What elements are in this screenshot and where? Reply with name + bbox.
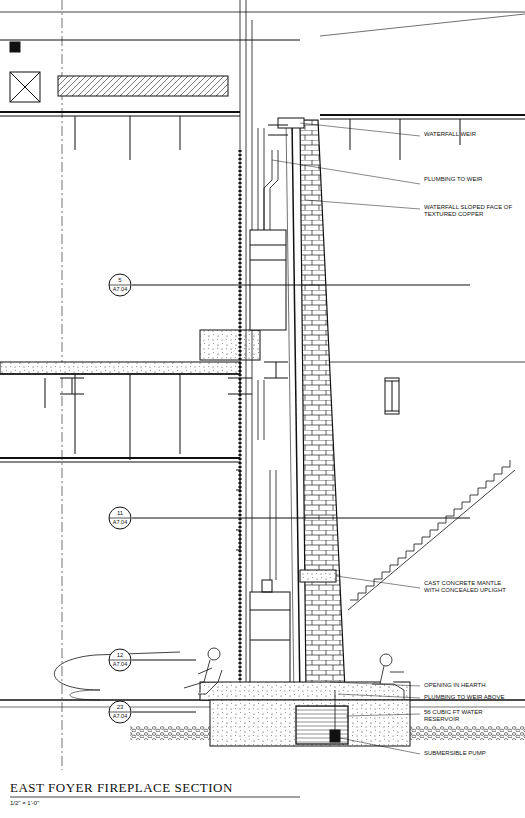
note-label: 56 CUBIC FT WATER RESERVOIR	[424, 709, 514, 723]
stair-tread	[494, 467, 502, 474]
stair-tread	[422, 530, 430, 537]
stair-tread	[366, 579, 374, 586]
callout-number: A7.04	[110, 662, 130, 668]
callout-number: A7.04	[110, 520, 130, 526]
stair-tread	[350, 593, 358, 600]
callout-number: 11	[110, 510, 130, 516]
note-label: SUBMERSIBLE PUMP	[424, 750, 514, 757]
stair-tread	[446, 509, 454, 516]
stair-tread	[430, 523, 438, 530]
note-label: WATERFALL SLOPED FACE OF TEXTURED COPPER	[424, 204, 514, 218]
callout-number: 23	[110, 704, 130, 710]
stair-tread	[358, 586, 366, 593]
callout-number: 5	[110, 277, 130, 283]
stair-tread	[414, 537, 422, 544]
stair-tread	[470, 488, 478, 495]
note-label: PLUMBING TO WEIR	[424, 176, 514, 183]
stair-tread	[454, 502, 462, 509]
drawing-title: EAST FOYER FIREPLACE SECTION	[10, 781, 233, 796]
note-label: WATERFALL WEIR	[424, 131, 514, 138]
callout-number: A7.04	[110, 714, 130, 720]
stair-tread	[398, 551, 406, 558]
stair-tread	[374, 572, 382, 579]
stair-tread	[438, 516, 446, 523]
stair-tread	[406, 544, 414, 551]
stair-tread	[462, 495, 470, 502]
callout-number: 12	[110, 652, 130, 658]
stair-tread	[486, 474, 494, 481]
note-label: PLUMBING TO WEIR ABOVE	[424, 694, 514, 701]
stair-tread	[478, 481, 486, 488]
stair-tread	[382, 565, 390, 572]
note-label: CAST CONCRETE MANTLE WITH CONCEALED UPLI…	[424, 580, 514, 594]
stair-tread	[390, 558, 398, 565]
stair-tread	[502, 460, 510, 467]
note-label: OPENING IN HEARTH	[424, 682, 514, 689]
callout-number: A7.04	[110, 287, 130, 293]
scale-note: 1/2" = 1'-0"	[10, 800, 39, 807]
